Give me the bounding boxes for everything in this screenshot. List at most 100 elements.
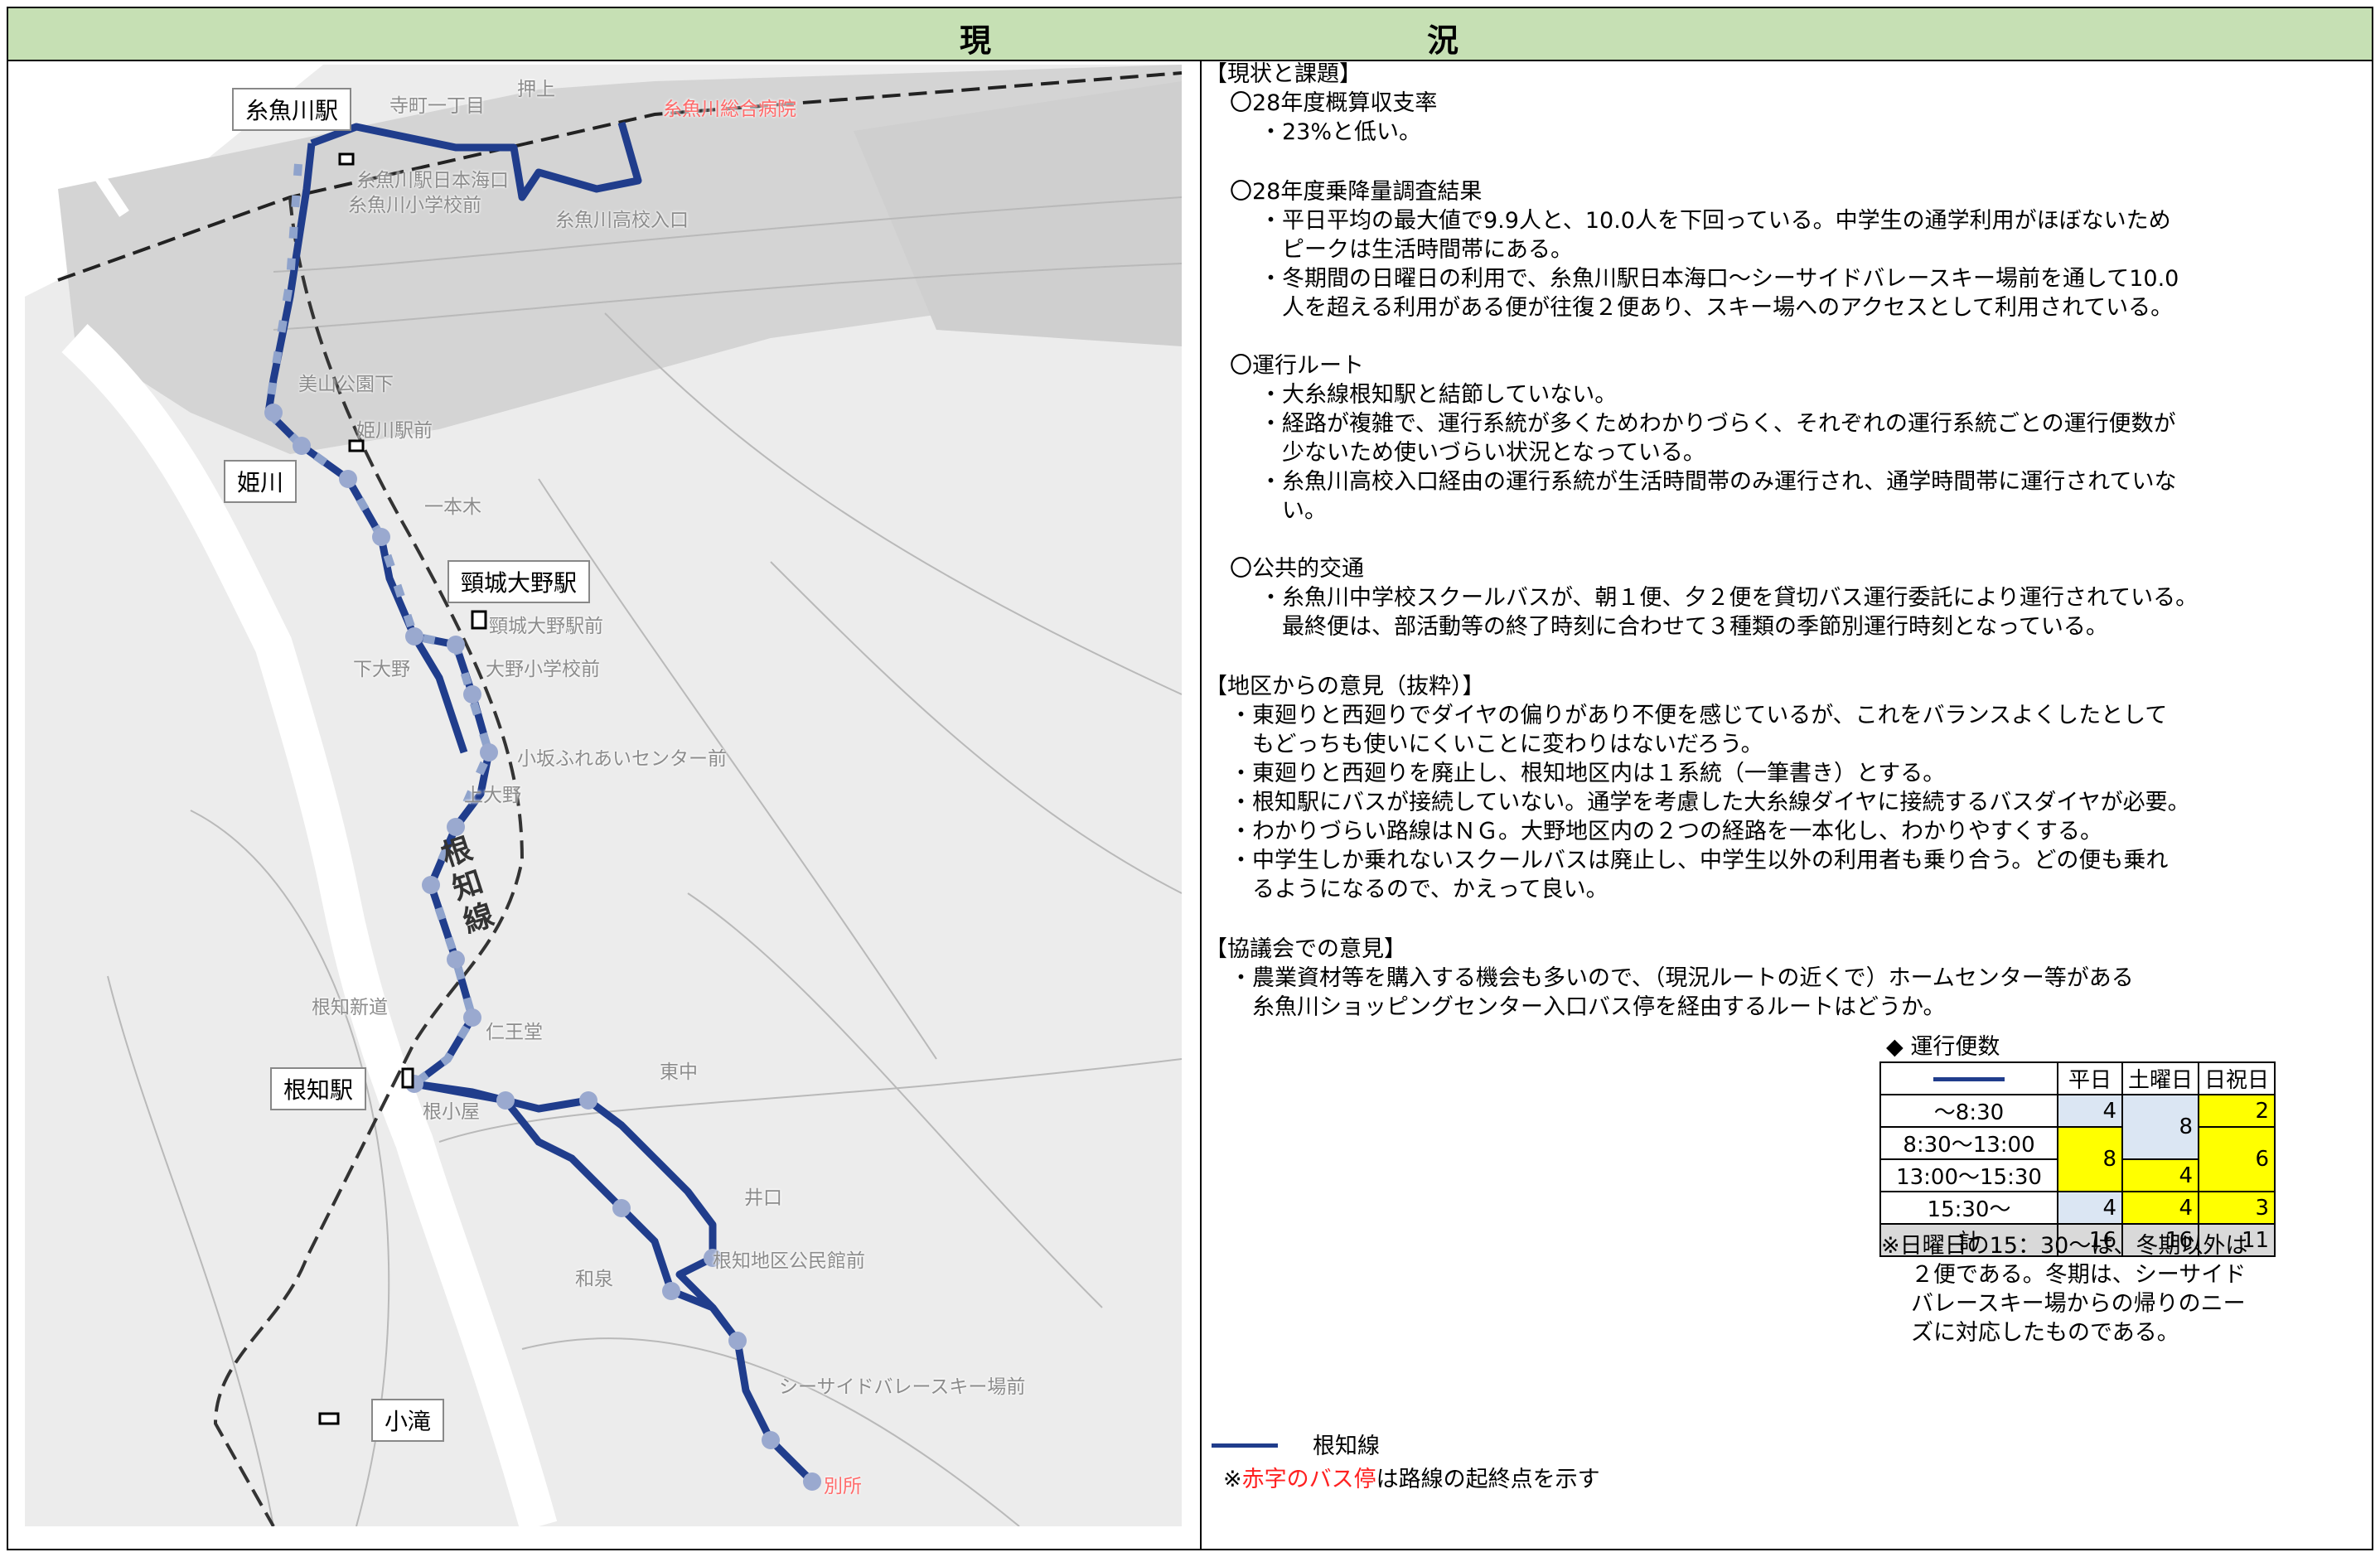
footnote-suffix: は路線の起終点を示す	[1376, 1467, 1600, 1492]
stop-himekawa-station: 姫川駅前	[356, 420, 433, 442]
label-kotaki: 小滝	[371, 1399, 445, 1442]
bullet-route-3b: い。	[1282, 498, 1327, 524]
header-title-right: 況	[1427, 22, 1459, 59]
table-cell: 8	[2057, 1126, 2123, 1192]
column-divider	[1200, 61, 1202, 1550]
table-header-holiday: 日祝日	[2198, 1061, 2276, 1095]
table-row-label: 15:30～	[1879, 1191, 2058, 1225]
heading-public-transport: 〇公共的交通	[1230, 556, 1364, 582]
stop-iguchi: 井口	[744, 1187, 782, 1209]
table-header-row: 平日 土曜日 日祝日	[1879, 1061, 2276, 1095]
table-row: 13:00～15:30 4	[1879, 1158, 2275, 1192]
section-district-opinions-title: 【地区からの意見（抜粋）】	[1205, 674, 1485, 699]
stop-nechi-shindo: 根知新道	[312, 997, 388, 1018]
table-cell: 16	[2121, 1223, 2200, 1257]
stop-kami-ono: 上大野	[464, 785, 521, 806]
bullet-revenue-ratio: ・23%と低い。	[1260, 119, 1422, 145]
bullet-route-2b: 少ないため使いづらい状況となっている。	[1282, 440, 1705, 466]
opinion-3: ・根知駅にバスが接続していない。通学を考慮した大糸線ダイヤに接続するバスダイヤが…	[1230, 790, 2190, 815]
bullet-route-1: ・大糸線根知駅と結節していない。	[1260, 382, 1618, 408]
bullet-route-2a: ・経路が複雑で、運行系統が多くためわかりづらく、それぞれの運行系統ごとの運行便数…	[1260, 411, 2176, 437]
stop-izumi: 和泉	[575, 1269, 613, 1290]
opinion-5a: ・中学生しか乗れないスクールバスは廃止し、中学生以外の利用者も乗り合う。どの便も…	[1230, 848, 2169, 873]
stop-ono-elementary: 大野小学校前	[486, 659, 600, 680]
table-cell: 11	[2198, 1223, 2276, 1257]
bus-stop-markers	[264, 404, 821, 1491]
bus-route-north	[310, 121, 642, 201]
table-row-label: ～8:30	[1879, 1094, 2058, 1128]
bullet-ridership-1a: ・平日平均の最大値で9.9人と、10.0人を下回っている。中学生の通学利用がほぼ…	[1260, 208, 2171, 234]
table-row: 8:30～13:00 8 6	[1879, 1126, 2276, 1192]
stop-teramachi: 寺町一丁目	[389, 95, 485, 117]
opinion-5b: るようになるので、かえって良い。	[1252, 877, 1608, 902]
table-note-2: ２便である。冬期は、シーサイド	[1911, 1262, 2247, 1288]
section-council-opinions-title: 【協議会での意見】	[1205, 936, 1406, 962]
table-cell: 4	[2057, 1191, 2123, 1225]
table-row-total: 計 16 16 11	[1879, 1223, 2276, 1257]
stop-kosaka-center: 小坂ふれあいセンター前	[517, 748, 727, 770]
table-header-legend	[1879, 1061, 2058, 1095]
stop-miyama-park: 美山公園下	[298, 374, 394, 395]
stop-shimo-ono: 下大野	[353, 659, 410, 680]
table-row: 15:30～ 4 4 3	[1879, 1191, 2276, 1225]
stop-higashinaka: 東中	[660, 1061, 698, 1083]
stop-negoya: 根小屋	[423, 1101, 480, 1123]
stop-kubiki-ono-station-mae: 頸城大野駅前	[489, 616, 603, 637]
stop-itoigawa-nihonkai: 糸魚川駅日本海口	[356, 170, 509, 191]
station-markers	[318, 152, 487, 1425]
stop-seaside-valley: シーサイドバレースキー場前	[779, 1376, 1026, 1398]
hokuriku-railway	[57, 71, 1182, 282]
stop-bessho: 別所	[824, 1476, 862, 1497]
label-himekawa: 姫川	[224, 460, 298, 503]
legend-label: 根知線	[1313, 1434, 1380, 1459]
route-map: 糸魚川駅 姫川 頸城大野駅 根知駅 小滝 根知線 寺町一丁目 押上 糸魚川総合病…	[25, 65, 1182, 1526]
bullet-route-3a: ・糸魚川高校入口経由の運行系統が生活時間帯のみ運行され、通学時間帯に運行されてい…	[1260, 469, 2177, 495]
oito-line-railway	[213, 196, 525, 1526]
opinion-1b: もどっちも使いにくいことに変わりはないだろう。	[1252, 732, 1763, 757]
footnote: ※赤字のバス停は路線の起終点を示す	[1223, 1465, 1600, 1494]
service-frequency-table: 平日 土曜日 日祝日 ～8:30 4 8 2 8:30～13:00 8 6 13…	[1879, 1061, 2276, 1257]
minor-roads	[107, 196, 1182, 1526]
table-cell: 4	[2121, 1191, 2200, 1225]
table-cell: 6	[2198, 1126, 2276, 1192]
table-cell: 3	[2198, 1191, 2276, 1225]
urban-area-east	[854, 81, 1182, 346]
table-cell: 8	[2121, 1094, 2200, 1160]
table-note-1: ※日曜日の15：30～は、冬期以外は	[1881, 1233, 2248, 1259]
bus-route-ono-loop	[411, 634, 468, 754]
footnote-prefix: ※	[1223, 1467, 1242, 1492]
bullet-ridership-2a: ・冬期間の日曜日の利用で、糸魚川駅日本海口～シーサイドバレースキー場前を通して1…	[1260, 266, 2179, 292]
opinion-4: ・わかりづらい路線はＮＧ。大野地区内の２つの経路を一本化し、わかりやすくする。	[1230, 819, 2102, 844]
table-row: ～8:30 4 8 2	[1879, 1094, 2276, 1160]
table-row-label: 13:00～15:30	[1879, 1158, 2058, 1192]
heading-ridership-survey: 〇28年度乗降量調査結果	[1230, 179, 1483, 205]
footnote-red-text: 赤字のバス停	[1241, 1467, 1376, 1492]
bullet-ridership-1b: ピークは生活時間帯にある。	[1282, 237, 1573, 263]
stop-general-hospital: 糸魚川総合病院	[663, 99, 796, 120]
label-itoigawa-station: 糸魚川駅	[232, 88, 352, 131]
route-legend-swatch	[1933, 1076, 2005, 1081]
opinion-1a: ・東廻りと西廻りでダイヤの偏りがあり不便を感じているが、これをバランスよくしたと…	[1230, 703, 2168, 728]
opinion-2: ・東廻りと西廻りを廃止し、根知地区内は１系統（一筆書き）とする。	[1230, 761, 1946, 786]
council-opinion-a: ・農業資材等を購入する機会も多いので、（現況ルートの近くで）ホームセンター等があ…	[1230, 965, 2134, 991]
label-kubiki-ono-station: 頸城大野駅	[447, 560, 591, 603]
table-note-3: バレースキー場からの帰りのニー	[1911, 1291, 2246, 1317]
bullet-school-bus-b: 最終便は、部活動等の終了時刻に合わせて３種類の季節別運行時刻となっている。	[1282, 614, 2108, 640]
table-header-weekday: 平日	[2057, 1061, 2123, 1095]
table-note-4: ズに対応したものである。	[1911, 1320, 2179, 1346]
table-cell: 4	[2057, 1094, 2123, 1128]
bullet-school-bus-a: ・糸魚川中学校スクールバスが、朝１便、夕２便を貸切バス運行委託により運行されてい…	[1260, 585, 2199, 611]
bullet-ridership-2b: 人を超える利用がある便が往復２便あり、スキー場へのアクセスとして利用されている。	[1282, 295, 2174, 321]
himekawa-river	[61, 324, 558, 1526]
council-opinion-b: 糸魚川ショッピングセンター入口バス停を経由するルートはどうか。	[1252, 994, 1946, 1020]
map-graphic	[25, 65, 1182, 1526]
service-table-title: ◆ 運行便数	[1886, 1034, 2000, 1060]
legend-route-line	[1212, 1443, 1278, 1448]
page-frame: 現 況	[7, 7, 2373, 1550]
section-status-title: 【現状と課題】	[1205, 61, 1362, 87]
table-header-saturday: 土曜日	[2121, 1061, 2200, 1095]
table-cell: 16	[2057, 1223, 2123, 1257]
harbor-jetty	[84, 86, 146, 217]
header-title-left: 現	[960, 22, 992, 59]
stop-niodo: 仁王堂	[486, 1022, 543, 1043]
